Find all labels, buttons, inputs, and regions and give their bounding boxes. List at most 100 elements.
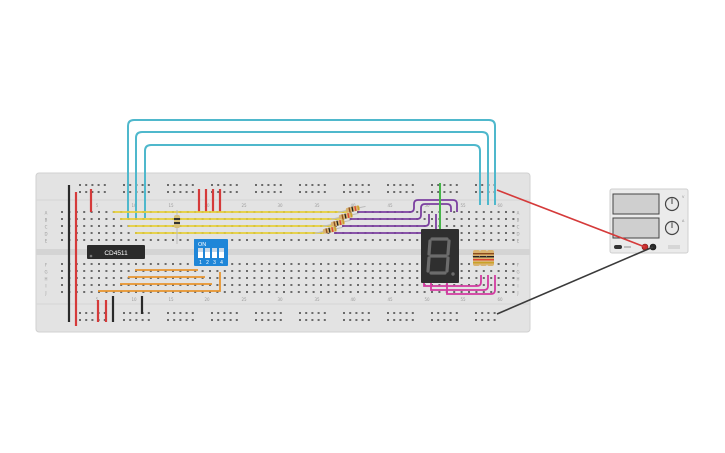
hole[interactable]: [482, 291, 485, 293]
purple-wire-3[interactable]: [342, 214, 430, 227]
switch-toggle[interactable]: [205, 248, 210, 258]
rail-hole[interactable]: [223, 312, 226, 314]
hole[interactable]: [112, 284, 115, 286]
hole[interactable]: [312, 239, 315, 241]
rail-hole[interactable]: [411, 191, 414, 193]
rail-hole[interactable]: [179, 312, 182, 314]
rail-hole[interactable]: [349, 319, 352, 321]
hole[interactable]: [438, 291, 441, 293]
rail-hole[interactable]: [317, 191, 320, 193]
rail-hole[interactable]: [79, 191, 81, 193]
hole[interactable]: [334, 263, 337, 265]
rail-hole[interactable]: [129, 191, 132, 193]
hole[interactable]: [127, 232, 130, 234]
rail-hole[interactable]: [405, 312, 408, 314]
rail-hole[interactable]: [235, 319, 238, 321]
rail-hole[interactable]: [443, 191, 446, 193]
hole[interactable]: [497, 263, 500, 265]
rail-hole[interactable]: [449, 184, 452, 186]
hole[interactable]: [371, 263, 374, 265]
hole[interactable]: [505, 232, 507, 234]
hole[interactable]: [216, 277, 219, 279]
rail-hole[interactable]: [167, 312, 169, 314]
hole[interactable]: [386, 263, 389, 265]
rail-hole[interactable]: [449, 319, 452, 321]
hole[interactable]: [512, 211, 515, 213]
hole[interactable]: [475, 225, 478, 227]
rail-hole[interactable]: [437, 184, 440, 186]
rail-hole[interactable]: [229, 191, 232, 193]
hole[interactable]: [394, 263, 396, 265]
display-resistors[interactable]: [472, 250, 494, 266]
resistor[interactable]: [174, 210, 180, 244]
rail-hole[interactable]: [123, 319, 125, 321]
hole[interactable]: [468, 277, 470, 279]
hole[interactable]: [275, 284, 278, 286]
rail-hole[interactable]: [85, 184, 88, 186]
hole[interactable]: [497, 232, 500, 234]
rail-hole[interactable]: [387, 191, 389, 193]
hole[interactable]: [512, 284, 515, 286]
rail-hole[interactable]: [349, 312, 352, 314]
hole[interactable]: [120, 263, 123, 265]
hole[interactable]: [135, 263, 137, 265]
hole[interactable]: [223, 284, 226, 286]
rail-hole[interactable]: [393, 184, 396, 186]
hole[interactable]: [112, 239, 115, 241]
hole[interactable]: [112, 225, 115, 227]
rail-hole[interactable]: [311, 184, 314, 186]
rail-hole[interactable]: [299, 184, 301, 186]
hole[interactable]: [260, 284, 263, 286]
rail-hole[interactable]: [135, 319, 138, 321]
hole[interactable]: [468, 291, 470, 293]
hole[interactable]: [201, 284, 204, 286]
rail-hole[interactable]: [173, 312, 176, 314]
hole[interactable]: [179, 270, 182, 272]
rail-hole[interactable]: [103, 184, 106, 186]
hole[interactable]: [445, 218, 448, 220]
hole[interactable]: [357, 263, 359, 265]
rail-hole[interactable]: [173, 319, 176, 321]
rail-hole[interactable]: [279, 184, 282, 186]
hole[interactable]: [268, 239, 271, 241]
rail-jumpers[interactable]: [67, 185, 222, 326]
rail-hole[interactable]: [191, 191, 194, 193]
rail-hole[interactable]: [167, 184, 169, 186]
rail-hole[interactable]: [399, 191, 402, 193]
hole[interactable]: [253, 270, 256, 272]
rail-hole[interactable]: [367, 312, 370, 314]
rail-hole[interactable]: [455, 184, 458, 186]
hole[interactable]: [408, 270, 411, 272]
rail-hole[interactable]: [179, 184, 182, 186]
rail-hole[interactable]: [229, 312, 232, 314]
hole[interactable]: [505, 270, 507, 272]
rail-hole[interactable]: [191, 319, 194, 321]
hole[interactable]: [327, 232, 330, 234]
hole[interactable]: [290, 284, 293, 286]
hole[interactable]: [149, 284, 152, 286]
hole[interactable]: [512, 270, 515, 272]
hole[interactable]: [260, 239, 263, 241]
hole[interactable]: [416, 263, 419, 265]
rail-hole[interactable]: [431, 312, 433, 314]
rail-hole[interactable]: [85, 312, 88, 314]
hole[interactable]: [408, 239, 411, 241]
hole[interactable]: [98, 263, 100, 265]
hole[interactable]: [157, 284, 160, 286]
hole[interactable]: [260, 270, 263, 272]
hole[interactable]: [179, 263, 182, 265]
hole[interactable]: [371, 270, 374, 272]
rail-hole[interactable]: [305, 319, 308, 321]
hole[interactable]: [238, 277, 241, 279]
orange-wire-4[interactable]: [98, 272, 221, 292]
hole[interactable]: [83, 263, 86, 265]
hole[interactable]: [246, 263, 248, 265]
hole[interactable]: [268, 263, 271, 265]
rail-hole[interactable]: [235, 191, 238, 193]
hole[interactable]: [505, 263, 507, 265]
hole[interactable]: [186, 291, 189, 293]
rail-hole[interactable]: [493, 319, 496, 321]
hole[interactable]: [482, 225, 485, 227]
hole[interactable]: [512, 218, 515, 220]
rail-hole[interactable]: [355, 312, 358, 314]
